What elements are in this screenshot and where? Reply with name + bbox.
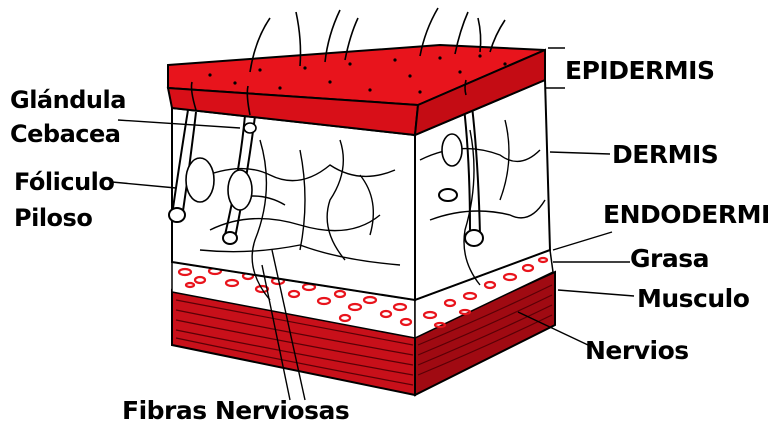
- label-musculo: Musculo: [637, 286, 749, 311]
- leader-foliculo: [112, 182, 176, 188]
- label-glandula-line1: Glándula: [10, 88, 126, 112]
- label-dermis: DERMIS: [612, 142, 718, 167]
- label-foliculo-line1: Fóliculo: [14, 170, 114, 194]
- label-grasa: Grasa: [630, 246, 709, 271]
- label-foliculo-line2: Piloso: [14, 206, 92, 230]
- label-epidermis: EPIDERMIS: [565, 58, 714, 83]
- label-endodermis: ENDODERMIS: [603, 202, 771, 227]
- label-fibras-nerviosas: Fibras Nerviosas: [122, 398, 349, 423]
- leader-endodermis: [553, 232, 612, 250]
- leader-dermis: [550, 152, 610, 154]
- leader-musculo: [558, 290, 634, 296]
- label-glandula-line2: Cebacea: [10, 122, 120, 146]
- label-nervios: Nervios: [585, 338, 689, 363]
